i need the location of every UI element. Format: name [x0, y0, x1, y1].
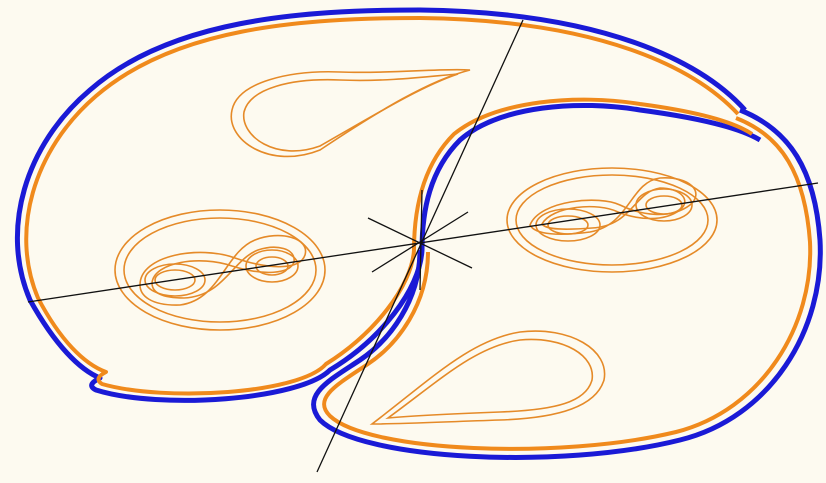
outer-boundary-left-lobe: [15, 7, 762, 403]
outer-boundary-right-lobe: [311, 107, 823, 460]
star-ray-2: [371, 211, 469, 273]
teardrop-contour-lower: [369, 330, 606, 425]
star-ray-1: [367, 217, 473, 269]
contour-cluster-right: [506, 167, 718, 273]
axis-oblique: [316, 19, 524, 473]
star-ray-3: [419, 189, 423, 291]
inner-boundary-left-lobe: [24, 16, 754, 396]
axis-main: [27, 182, 819, 303]
axes-group: [27, 19, 819, 473]
inner-boundary-right-lobe: [322, 116, 813, 451]
teardrop-contour-upper: [230, 68, 471, 158]
contour-cluster-left: [114, 209, 326, 331]
